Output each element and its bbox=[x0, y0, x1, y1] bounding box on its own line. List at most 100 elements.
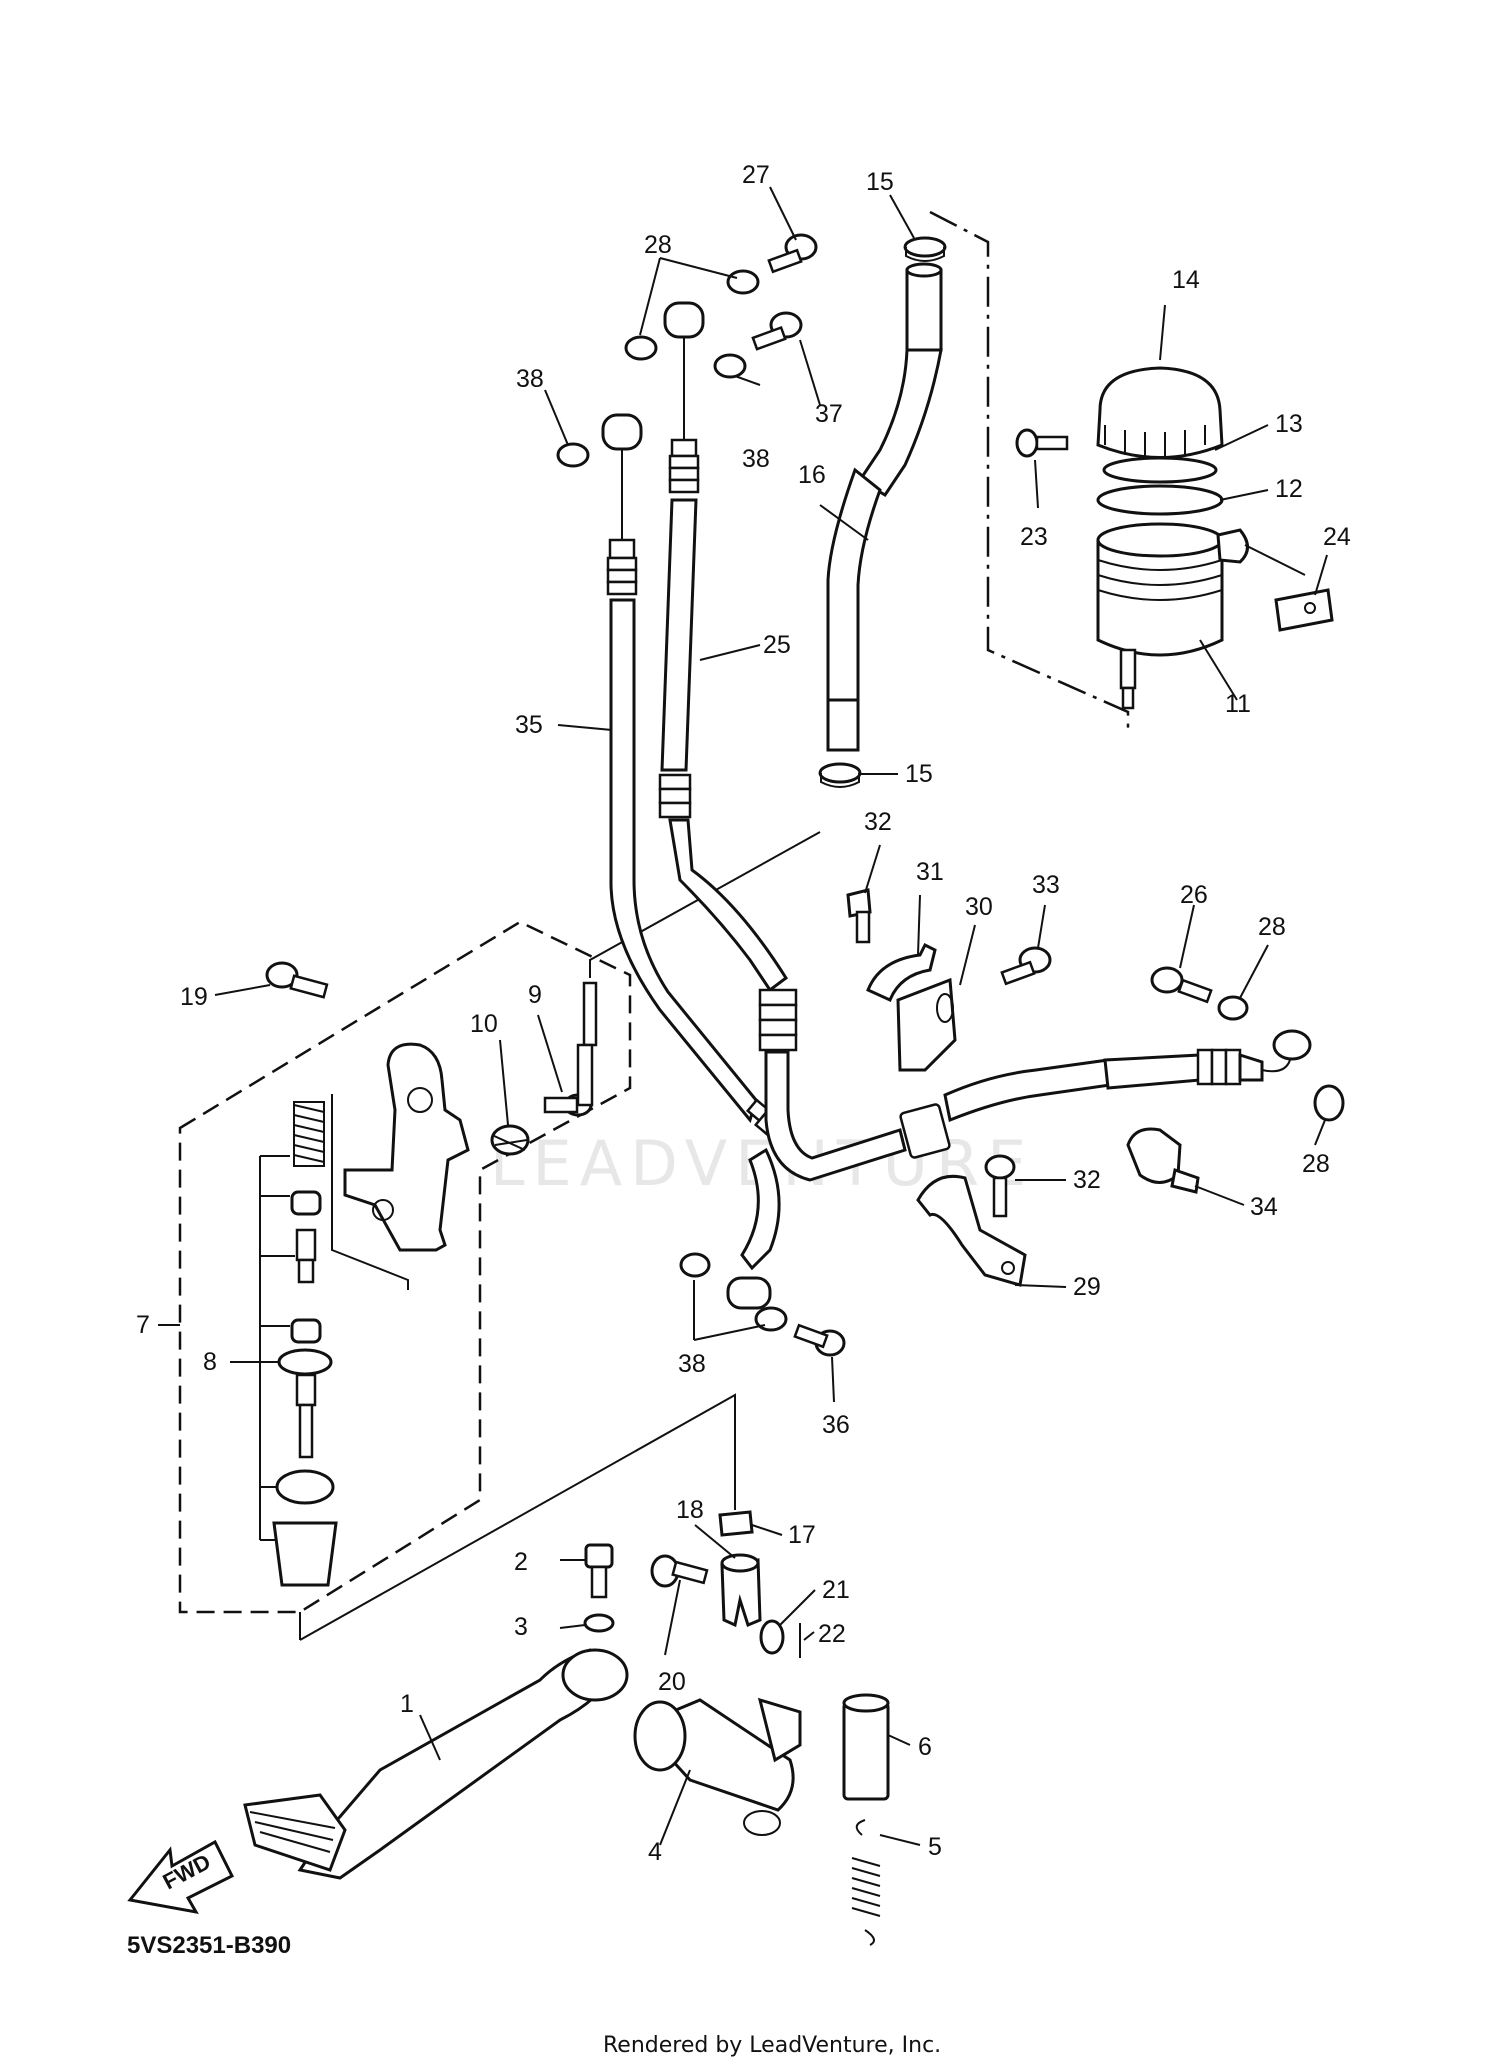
washer-3 bbox=[583, 1613, 615, 1633]
callout-11: 11 bbox=[1225, 690, 1251, 718]
union-bolt-37 bbox=[751, 311, 803, 351]
callout-12: 12 bbox=[1275, 475, 1303, 503]
copper-washer-38-left bbox=[556, 442, 590, 468]
bolt-26 bbox=[1150, 966, 1213, 1004]
hose-clamp-31 bbox=[866, 942, 937, 1003]
hose-clamp-34 bbox=[1126, 1127, 1200, 1194]
callout-34: 34 bbox=[1250, 1193, 1278, 1221]
hose-clip-15-top bbox=[903, 236, 947, 262]
callout-16: 16 bbox=[798, 461, 826, 489]
boot bbox=[272, 1521, 338, 1587]
piston bbox=[295, 1228, 317, 1284]
master-cylinder-body bbox=[343, 1042, 470, 1252]
brake-pedal-1 bbox=[243, 1648, 629, 1880]
shaft-4 bbox=[633, 1697, 802, 1836]
copper-washer-38-bottom-left bbox=[679, 1252, 711, 1278]
copper-washer-28-left bbox=[624, 335, 658, 361]
spring bbox=[293, 1101, 325, 1167]
callout-26: 26 bbox=[1180, 881, 1208, 909]
reservoir-cap-14 bbox=[1096, 366, 1224, 459]
callout-30: 30 bbox=[965, 893, 993, 921]
callout-17: 17 bbox=[788, 1521, 816, 1549]
internals-bracket bbox=[331, 1094, 409, 1290]
callout-37: 37 bbox=[815, 400, 843, 428]
copper-washer-28-top bbox=[726, 269, 760, 295]
bolt-19 bbox=[265, 961, 329, 999]
callout-33: 33 bbox=[1032, 871, 1060, 899]
callout-13: 13 bbox=[1275, 410, 1303, 438]
callout-38-bottom: 38 bbox=[678, 1350, 706, 1378]
reservoir-bracket-24 bbox=[1274, 588, 1334, 632]
callout-20: 20 bbox=[658, 1668, 686, 1696]
callout-1: 1 bbox=[400, 1690, 414, 1718]
joint-18 bbox=[720, 1553, 762, 1628]
hose-guide-30 bbox=[896, 977, 957, 1072]
callout-24: 24 bbox=[1323, 523, 1351, 551]
callout-4: 4 bbox=[648, 1838, 662, 1866]
brake-hose-25 bbox=[658, 301, 1312, 1182]
hose-nipple-9 bbox=[543, 981, 598, 1117]
callout-32-top: 32 bbox=[864, 808, 892, 836]
bolt-33 bbox=[1000, 946, 1052, 986]
nut-17 bbox=[718, 1510, 754, 1537]
hose-connector-line bbox=[589, 831, 821, 978]
master-cylinder-assembly-outline bbox=[178, 920, 632, 1614]
callout-15-bottom: 15 bbox=[905, 760, 933, 788]
callout-38-top: 38 bbox=[742, 445, 770, 473]
callout-15-top: 15 bbox=[866, 168, 894, 196]
callout-22: 22 bbox=[818, 1620, 846, 1648]
pedal-reference-line bbox=[299, 1393, 736, 1641]
callout-19: 19 bbox=[180, 983, 208, 1011]
circlip bbox=[275, 1469, 335, 1505]
callout-14: 14 bbox=[1172, 266, 1200, 294]
washer-21 bbox=[759, 1619, 785, 1655]
callout-32-bottom: 32 bbox=[1073, 1166, 1101, 1194]
spring-5 bbox=[851, 1819, 881, 1946]
bolt-23 bbox=[1015, 428, 1069, 458]
callout-8: 8 bbox=[203, 1348, 217, 1376]
callout-3: 3 bbox=[514, 1613, 528, 1641]
collar-6 bbox=[842, 1693, 890, 1801]
diaphragm-plate-13 bbox=[1102, 456, 1218, 484]
bolt-2 bbox=[584, 1543, 614, 1599]
callout-38-left: 38 bbox=[516, 365, 544, 393]
callout-5: 5 bbox=[928, 1833, 942, 1861]
callout-10: 10 bbox=[470, 1010, 498, 1038]
callout-25: 25 bbox=[763, 631, 791, 659]
callout-27: 27 bbox=[742, 161, 770, 189]
cup-seal bbox=[290, 1190, 322, 1216]
callout-28-top: 28 bbox=[644, 231, 672, 259]
copper-washer-28-right-top bbox=[1217, 995, 1249, 1021]
diaphragm-12 bbox=[1096, 484, 1224, 516]
render-credit: Rendered by LeadVenture, Inc. bbox=[603, 2033, 941, 2058]
callout-7: 7 bbox=[136, 1311, 150, 1339]
copper-washer-38-top bbox=[713, 353, 747, 379]
union-bolt-36 bbox=[793, 1323, 846, 1357]
fwd-arrow-icon: FWD bbox=[127, 1839, 235, 1915]
callout-35: 35 bbox=[515, 711, 543, 739]
cup-seal-2 bbox=[290, 1318, 322, 1344]
callout-9: 9 bbox=[528, 981, 542, 1009]
reservoir-tank-11 bbox=[1096, 522, 1249, 710]
push-rod-8 bbox=[277, 1348, 333, 1459]
callout-28-right: 28 bbox=[1302, 1150, 1330, 1178]
callout-31: 31 bbox=[916, 858, 944, 886]
bolt-32-top bbox=[846, 888, 872, 944]
callout-2: 2 bbox=[514, 1548, 528, 1576]
pin-20 bbox=[650, 1554, 709, 1588]
copper-washer-28-right bbox=[1313, 1084, 1345, 1122]
diagram-code: 5VS2351-B390 bbox=[127, 1932, 291, 1959]
leader-lines bbox=[158, 186, 1328, 1846]
callout-36: 36 bbox=[822, 1411, 850, 1439]
reservoir-hose-16 bbox=[826, 262, 943, 752]
callout-18: 18 bbox=[676, 1496, 704, 1524]
callout-labels: 27 28 15 14 13 12 23 24 11 38 38 37 16 3… bbox=[136, 161, 1351, 1866]
callout-29: 29 bbox=[1073, 1273, 1101, 1301]
reservoir-group-outline bbox=[929, 210, 1130, 730]
callout-28-right-top: 28 bbox=[1258, 913, 1286, 941]
union-bolt-27 bbox=[767, 233, 818, 274]
callout-23: 23 bbox=[1020, 523, 1048, 551]
callout-21: 21 bbox=[822, 1576, 850, 1604]
joint-10 bbox=[490, 1124, 530, 1156]
